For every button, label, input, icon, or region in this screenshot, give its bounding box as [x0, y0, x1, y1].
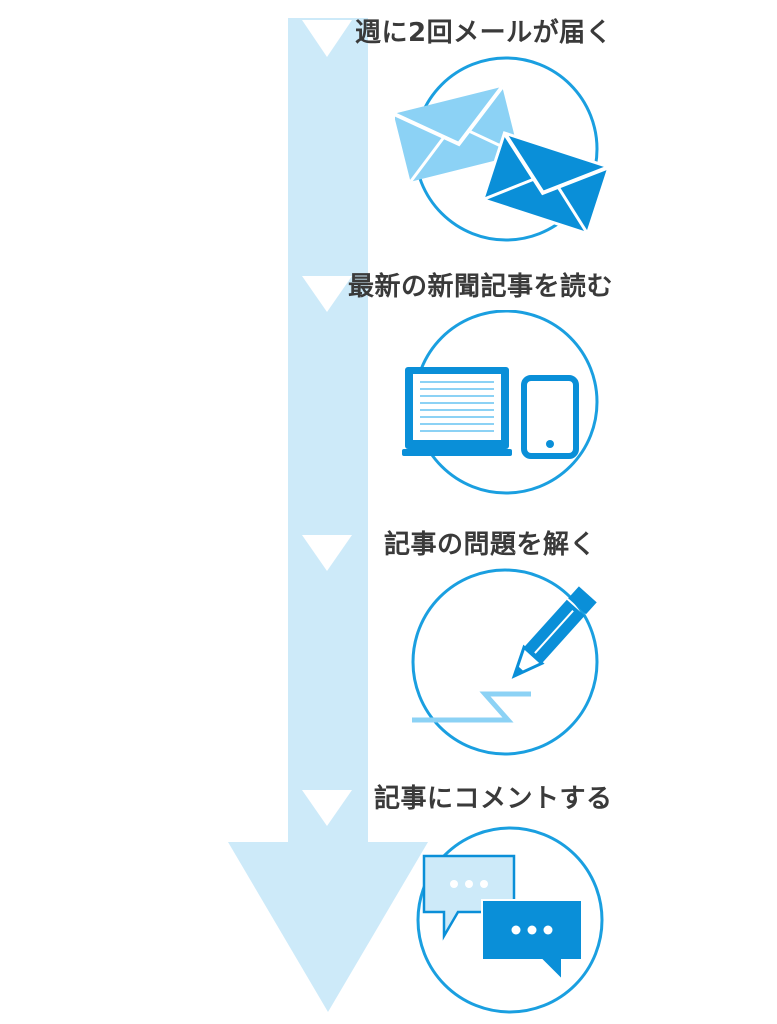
step-marker-4	[302, 790, 352, 826]
pencil-icon	[411, 568, 599, 756]
step-marker-3	[302, 535, 352, 571]
step-marker-2	[302, 276, 352, 312]
laptop-tablet-icon	[402, 310, 599, 495]
flow-arrow-head	[228, 842, 428, 1012]
step-title-mail: 週に2回メールが届く	[355, 18, 613, 48]
step-title-read: 最新の新聞記事を読む	[348, 272, 614, 302]
chat-bubbles-icon	[416, 826, 604, 1014]
step-marker-1	[302, 20, 352, 57]
envelopes-icon	[395, 56, 610, 242]
flow-arrow-shaft	[288, 18, 368, 848]
step-title-solve: 記事の問題を解く	[384, 530, 597, 560]
step-title-comment: 記事にコメントする	[374, 784, 613, 814]
